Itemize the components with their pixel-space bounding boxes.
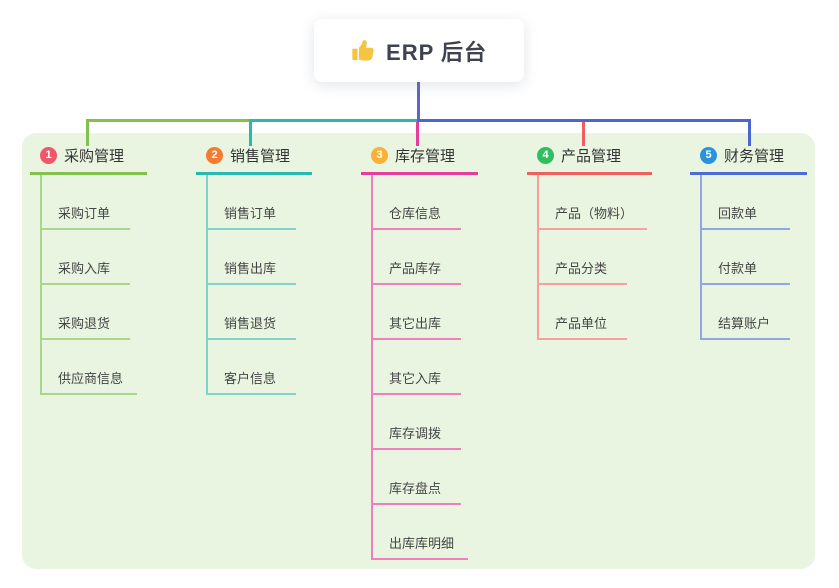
child-label: 回款单 (718, 206, 758, 221)
branch-title: 产品管理 (561, 148, 622, 165)
child-label: 其它入库 (389, 371, 442, 386)
connector-drop-inventory (416, 122, 419, 146)
child-node[interactable]: 其它出库 (371, 285, 461, 340)
branch-finance-header[interactable]: 5 财务管理 (690, 146, 807, 175)
branch-number-badge: 5 (700, 147, 717, 164)
child-label: 销售退货 (224, 316, 277, 331)
branch-purchase: 1 采购管理 采购订单 采购入库 采购退货 供应商信息 (30, 146, 147, 395)
child-node[interactable]: 回款单 (700, 175, 790, 230)
child-label: 采购入库 (58, 261, 111, 276)
child-label: 库存调拨 (389, 426, 442, 441)
child-label: 结算账户 (718, 316, 771, 331)
branch-number-badge: 3 (371, 147, 388, 164)
branch-purchase-children: 采购订单 采购入库 采购退货 供应商信息 (30, 175, 147, 395)
child-node[interactable]: 销售退货 (206, 285, 296, 340)
child-label: 产品分类 (555, 261, 608, 276)
child-node[interactable]: 采购入库 (40, 230, 130, 285)
branch-product-header[interactable]: 4 产品管理 (527, 146, 652, 175)
root-node-label: ERP 后台 (386, 39, 487, 65)
branch-purchase-header[interactable]: 1 采购管理 (30, 146, 147, 175)
child-node[interactable]: 库存调拨 (371, 395, 461, 450)
child-node[interactable]: 供应商信息 (40, 340, 138, 395)
child-node[interactable]: 产品分类 (537, 230, 627, 285)
branch-number-badge: 1 (40, 147, 57, 164)
child-node[interactable]: 库存盘点 (371, 450, 461, 505)
child-node[interactable]: 采购退货 (40, 285, 130, 340)
child-node[interactable]: 销售出库 (206, 230, 296, 285)
connector-root-drop (417, 82, 420, 120)
child-label: 采购订单 (58, 206, 111, 221)
connector-drop-sales (249, 119, 252, 146)
child-node[interactable]: 产品（物料） (537, 175, 648, 230)
child-node[interactable]: 其它入库 (371, 340, 461, 395)
branch-product-children: 产品（物料） 产品分类 产品单位 (527, 175, 652, 340)
child-label: 销售出库 (224, 261, 277, 276)
child-node[interactable]: 产品库存 (371, 230, 461, 285)
child-label: 产品（物料） (555, 206, 634, 221)
child-node[interactable]: 采购订单 (40, 175, 130, 230)
branch-title: 销售管理 (230, 148, 291, 165)
child-node[interactable]: 销售订单 (206, 175, 296, 230)
child-node[interactable]: 产品单位 (537, 285, 627, 340)
child-label: 产品单位 (555, 316, 608, 331)
child-node[interactable]: 出库库明细 (371, 505, 469, 560)
thumbs-up-icon (351, 38, 376, 63)
branch-title: 财务管理 (724, 148, 785, 165)
child-node[interactable]: 仓库信息 (371, 175, 461, 230)
child-label: 客户信息 (224, 371, 277, 386)
child-label: 仓库信息 (389, 206, 442, 221)
connector-bus-sales (249, 119, 418, 122)
connector-drop-product (582, 122, 585, 146)
child-node[interactable]: 结算账户 (700, 285, 790, 340)
branch-inventory-header[interactable]: 3 库存管理 (361, 146, 478, 175)
child-label: 付款单 (718, 261, 758, 276)
mindmap-panel (22, 133, 815, 569)
connector-drop-finance (748, 119, 751, 146)
branch-product: 4 产品管理 产品（物料） 产品分类 产品单位 (527, 146, 652, 340)
child-label: 出库库明细 (389, 536, 455, 551)
branch-sales: 2 销售管理 销售订单 销售出库 销售退货 客户信息 (196, 146, 312, 395)
branch-inventory-children: 仓库信息 产品库存 其它出库 其它入库 库存调拨 库存盘点 出库库明细 (361, 175, 478, 560)
child-label: 销售订单 (224, 206, 277, 221)
branch-inventory: 3 库存管理 仓库信息 产品库存 其它出库 其它入库 库存调拨 库存盘点 出库库… (361, 146, 478, 560)
branch-sales-children: 销售订单 销售出库 销售退货 客户信息 (196, 175, 312, 395)
connector-bus-finance (417, 119, 751, 122)
connector-bus-purchase (86, 119, 250, 122)
connector-drop-purchase (86, 119, 89, 146)
root-node[interactable]: ERP 后台 (314, 19, 524, 82)
child-label: 供应商信息 (58, 371, 124, 386)
child-label: 采购退货 (58, 316, 111, 331)
child-node[interactable]: 客户信息 (206, 340, 296, 395)
child-label: 其它出库 (389, 316, 442, 331)
branch-finance-children: 回款单 付款单 结算账户 (690, 175, 807, 340)
branch-title: 库存管理 (395, 148, 456, 165)
branch-number-badge: 2 (206, 147, 223, 164)
child-label: 产品库存 (389, 261, 442, 276)
branch-finance: 5 财务管理 回款单 付款单 结算账户 (690, 146, 807, 340)
child-label: 库存盘点 (389, 481, 442, 496)
branch-sales-header[interactable]: 2 销售管理 (196, 146, 312, 175)
branch-number-badge: 4 (537, 147, 554, 164)
branch-title: 采购管理 (64, 148, 125, 165)
child-node[interactable]: 付款单 (700, 230, 790, 285)
